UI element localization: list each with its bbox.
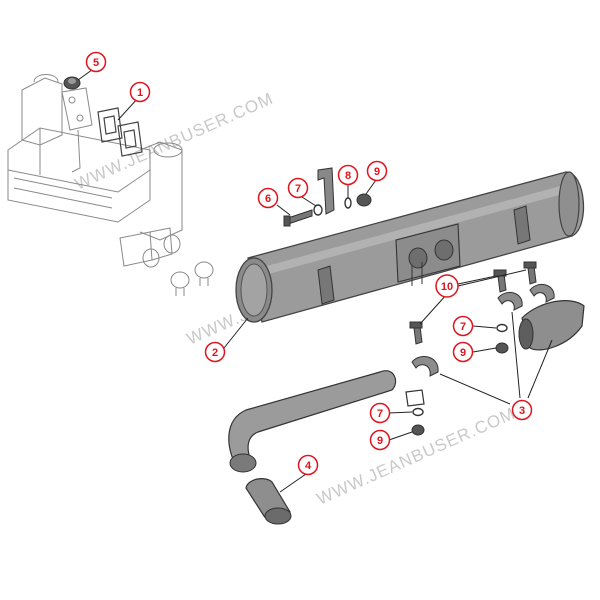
svg-text:3: 3 — [519, 405, 525, 417]
tailpipe-tip — [521, 300, 585, 351]
svg-text:7: 7 — [295, 183, 301, 195]
svg-text:5: 5 — [93, 57, 99, 69]
gasket-1 — [97, 107, 123, 143]
svg-text:4: 4 — [305, 460, 312, 472]
callout-10: 10 — [435, 274, 459, 298]
svg-text:1: 1 — [137, 87, 143, 99]
callout-2: 2 — [204, 341, 226, 363]
tailpipe — [228, 370, 397, 525]
callout-7-low: 7 — [369, 402, 391, 424]
callout-4: 4 — [297, 454, 319, 476]
callout-9-low: 9 — [369, 429, 391, 451]
watermark-3: WWW.JEANBUSER.COM — [314, 404, 518, 509]
washer-7 — [313, 204, 323, 216]
callout-1: 1 — [129, 81, 151, 103]
bracket — [317, 167, 335, 215]
muffler — [235, 171, 585, 323]
muffler-hardware — [283, 167, 372, 227]
svg-text:9: 9 — [377, 435, 383, 447]
tailpipe-hardware — [405, 261, 585, 436]
svg-text:8: 8 — [345, 170, 351, 182]
heat-exchanger — [7, 74, 214, 296]
svg-text:7: 7 — [460, 321, 466, 333]
callout-8: 8 — [337, 164, 359, 186]
callout-5: 5 — [85, 51, 107, 73]
callouts: 5 1 6 7 8 9 10 7 — [85, 51, 533, 476]
nut-9 — [356, 193, 372, 207]
callout-3: 3 — [511, 399, 533, 421]
callout-9-top: 9 — [366, 160, 388, 182]
callout-7-top: 7 — [287, 177, 309, 199]
gasket-2 — [117, 121, 143, 157]
callout-9-mid: 9 — [452, 341, 474, 363]
svg-text:9: 9 — [374, 166, 380, 178]
callout-7-mid: 7 — [452, 315, 474, 337]
svg-text:10: 10 — [441, 281, 453, 293]
callout-6: 6 — [257, 187, 279, 209]
svg-text:6: 6 — [265, 193, 271, 205]
svg-text:7: 7 — [377, 408, 383, 420]
svg-text:2: 2 — [212, 347, 218, 359]
svg-text:9: 9 — [460, 347, 466, 359]
watermark-1: WWW.JEANBUSER.COM — [72, 89, 276, 194]
bolt-6 — [287, 209, 313, 225]
washer-8 — [344, 197, 352, 209]
flange-nut — [63, 76, 81, 90]
bent-tailpipe — [228, 370, 397, 467]
leader-lines — [77, 66, 553, 493]
gaskets — [97, 107, 143, 157]
